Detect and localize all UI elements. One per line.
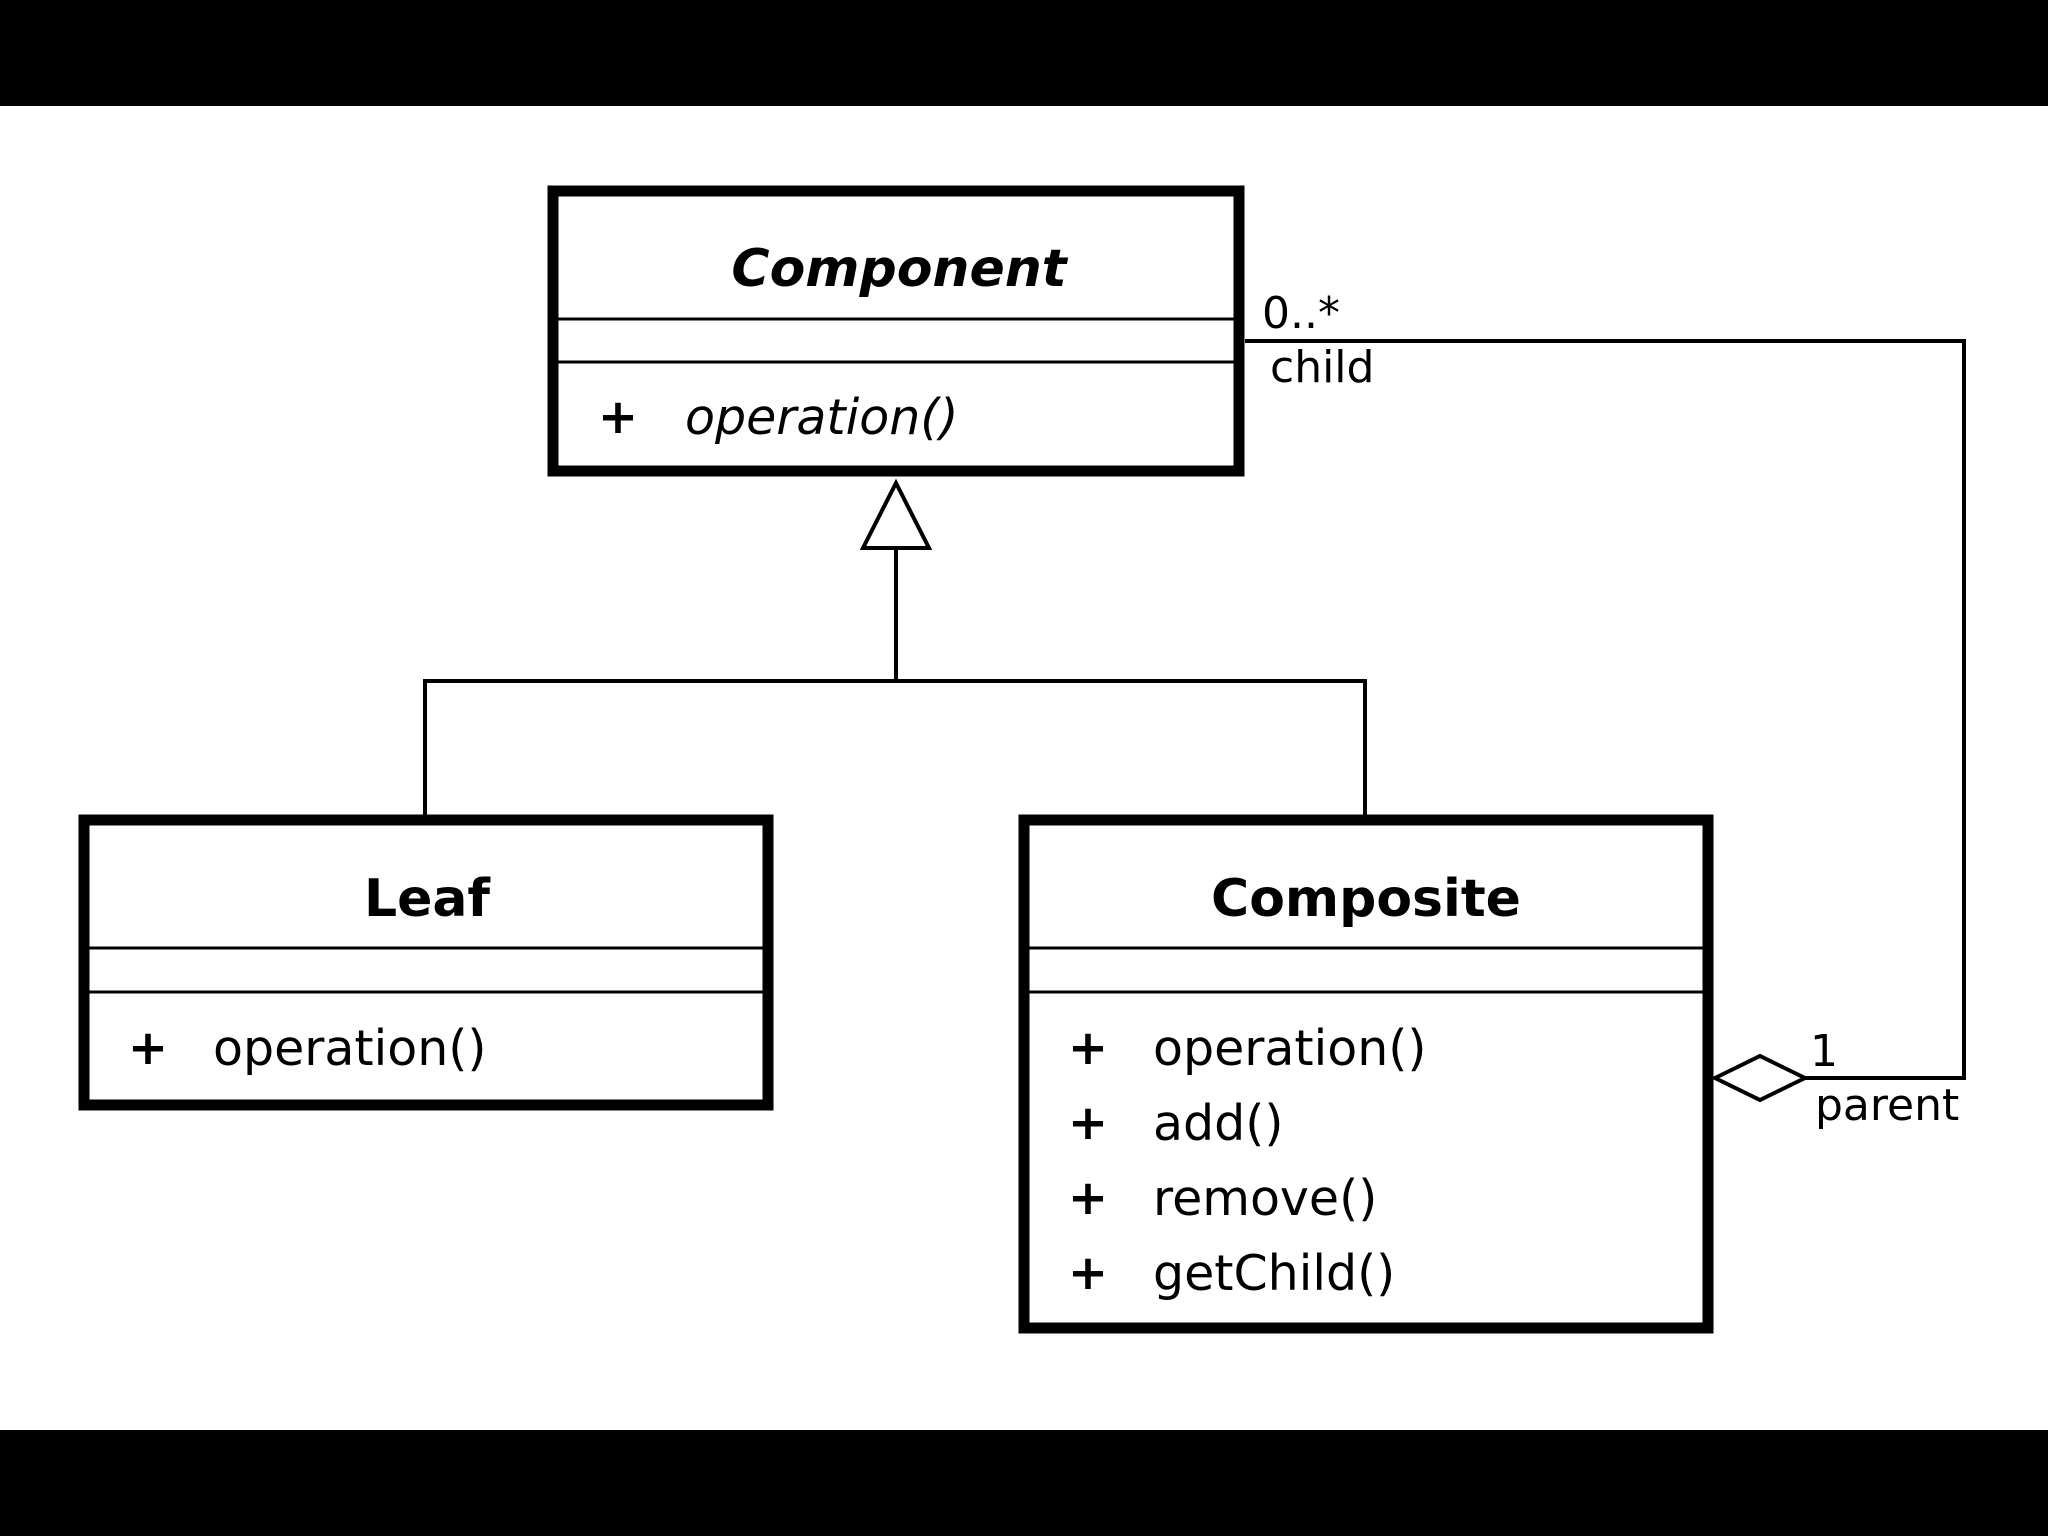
bottom-letterbox-bar bbox=[0, 1430, 2048, 1536]
class-leaf-name: Leaf bbox=[364, 869, 491, 929]
class-composite-op-name: add() bbox=[1153, 1095, 1283, 1152]
class-component: Component + operation() bbox=[547, 185, 1245, 477]
child-end-role: child bbox=[1270, 342, 1374, 393]
aggregation-relation: 0..* child 1 parent bbox=[1245, 288, 1966, 1131]
class-composite-op-visibility: + bbox=[1068, 1020, 1108, 1076]
class-component-name: Component bbox=[731, 239, 1068, 299]
parent-end-role: parent bbox=[1815, 1080, 1959, 1131]
class-composite-box bbox=[1018, 814, 1714, 1334]
class-composite-op-name: operation() bbox=[1153, 1020, 1427, 1077]
class-leaf-box bbox=[78, 814, 774, 1111]
class-composite-op-name: getChild() bbox=[1153, 1245, 1395, 1302]
class-composite-name: Composite bbox=[1211, 869, 1521, 929]
class-component-op-name: operation() bbox=[685, 389, 959, 446]
generalization-relation bbox=[423, 478, 1367, 815]
class-composite: Composite + operation() + add() + remove… bbox=[1018, 814, 1714, 1334]
class-leaf-op-visibility: + bbox=[128, 1020, 168, 1076]
child-end-multiplicity: 0..* bbox=[1262, 288, 1340, 339]
class-composite-op-visibility: + bbox=[1068, 1170, 1108, 1226]
class-component-op-visibility: + bbox=[598, 389, 638, 445]
class-composite-op-name: remove() bbox=[1153, 1170, 1377, 1227]
class-composite-op-visibility: + bbox=[1068, 1245, 1108, 1301]
aggregation-diamond-marker bbox=[1710, 1053, 1810, 1103]
class-leaf-op-name: operation() bbox=[213, 1020, 487, 1077]
class-composite-op-visibility: + bbox=[1068, 1095, 1108, 1151]
class-component-box bbox=[547, 185, 1245, 477]
parent-end-multiplicity: 1 bbox=[1810, 1026, 1838, 1077]
generalization-branch-line bbox=[423, 679, 1367, 815]
top-letterbox-bar bbox=[0, 0, 2048, 106]
class-leaf: Leaf + operation() bbox=[78, 814, 774, 1111]
generalization-triangle-arrowhead bbox=[859, 478, 933, 550]
aggregation-line bbox=[1245, 339, 1966, 1080]
